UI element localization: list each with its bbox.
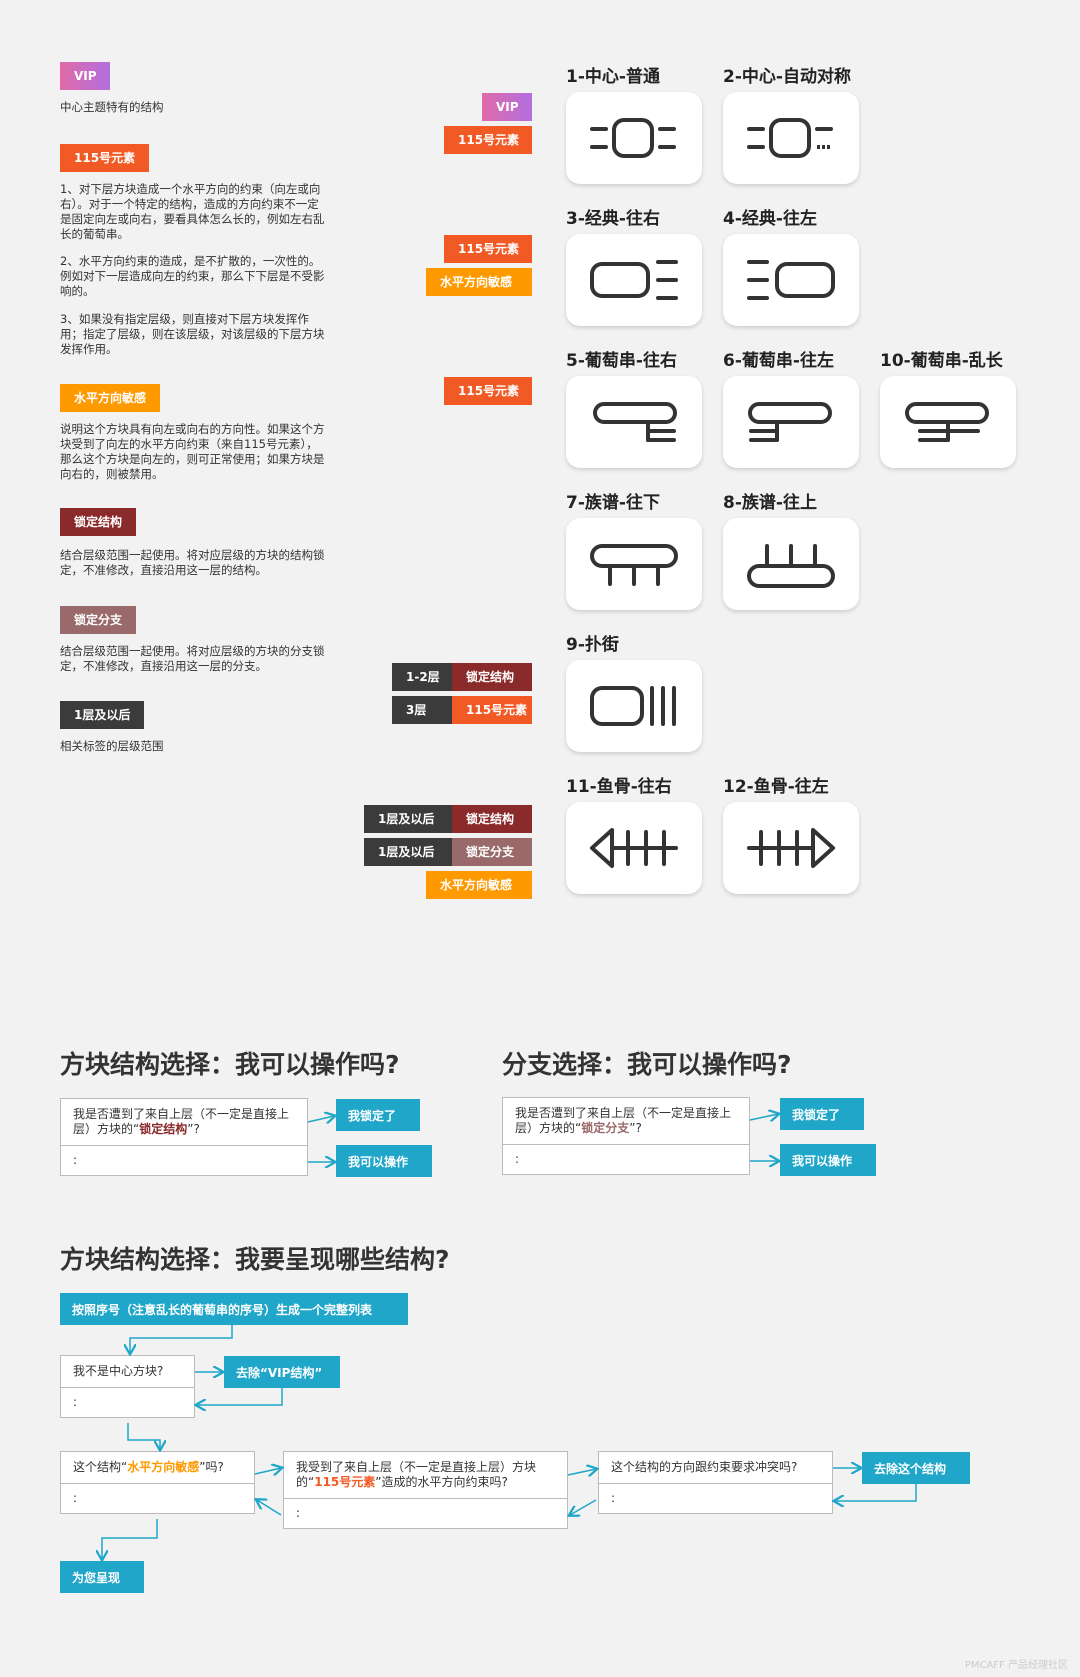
card11-level-b: 1层及以后 (364, 838, 452, 866)
grape-right-icon (593, 402, 677, 442)
card-1-title: 1-中心-普通 (566, 67, 660, 87)
level-desc: 相关标签的层级范围 (60, 739, 164, 753)
classic-right-icon (590, 260, 678, 300)
card-3-title: 3-经典-往右 (566, 209, 660, 229)
el115-desc-3: 3、如果没有指定层级，则直接对下层方块发挥作用；指定了层级，则在该层级，对该层级… (60, 312, 325, 356)
center-symmetric-icon (747, 118, 833, 158)
card-6[interactable] (723, 376, 859, 468)
card9-level-12: 1-2层 (392, 663, 452, 691)
flow3-remove-structure: 去除这个结构 (862, 1452, 970, 1484)
family-tree-up-icon (747, 544, 835, 588)
card-12[interactable] (723, 802, 859, 894)
classic-left-icon (747, 260, 835, 300)
card3-el115-tag: 115号元素 (444, 235, 532, 263)
sens-desc: 说明这个方块具有向左或向右的方向性。如果这个方块受到了向左的水平方向约束（来自1… (60, 422, 325, 481)
grape-left-icon (748, 402, 832, 442)
card-10[interactable] (880, 376, 1016, 468)
family-tree-down-icon (590, 544, 678, 586)
level-tag: 1层及以后 (60, 701, 145, 729)
lockstr-desc: 结合层级范围一起使用。将对应层级的方块的结构锁定，不准修改，直接沿用这一层的结构… (60, 548, 325, 577)
card1-el115-tag: 115号元素 (444, 126, 532, 154)
card-11-title: 11-鱼骨-往右 (566, 777, 672, 797)
flow3-present: 为您呈现 (60, 1561, 144, 1593)
card-6-title: 6-葡萄串-往左 (723, 351, 834, 371)
card11-lockstr-tag: 锁定结构 (452, 805, 532, 833)
card-5[interactable] (566, 376, 702, 468)
card-8[interactable] (723, 518, 859, 610)
flow3-conflict-question: 这个结构的方向跟约束要求冲突吗? : (598, 1451, 833, 1514)
card-1[interactable] (566, 92, 702, 184)
card9-level-3: 3层 (392, 696, 452, 724)
card-5-title: 5-葡萄串-往右 (566, 351, 677, 371)
card-2[interactable] (723, 92, 859, 184)
el115-desc-1: 1、对下层方块造成一个水平方向的约束（向左或向右）。对于一个特定的结构，造成的方… (60, 182, 325, 241)
flow3-title: 方块结构选择：我要呈现哪些结构? (60, 1245, 450, 1274)
lockstr-tag: 锁定结构 (60, 508, 137, 536)
card1-vip-tag: VIP (482, 93, 532, 121)
flow2-operable-result: 我可以操作 (780, 1144, 876, 1176)
flow2-locked-result: 我锁定了 (780, 1098, 864, 1130)
flow2-question: 我是否遭到了来自上层（不一定是直接上层）方块的“锁定分支”? : (502, 1097, 750, 1175)
flow1-title: 方块结构选择：我可以操作吗? (60, 1050, 400, 1079)
card-9[interactable] (566, 660, 702, 752)
flow1-question: 我是否遭到了来自上层（不一定是直接上层）方块的“锁定结构”? : (60, 1098, 308, 1176)
vip-desc: 中心主题特有的结构 (60, 100, 164, 114)
card-4[interactable] (723, 234, 859, 326)
flow3-115-question: 我受到了来自上层（不一定是直接上层）方块的“115号元素”造成的水平方向约束吗?… (283, 1451, 568, 1529)
card-12-title: 12-鱼骨-往左 (723, 777, 829, 797)
card-8-title: 8-族谱-往上 (723, 493, 817, 513)
card9-lockstr-tag: 锁定结构 (452, 663, 532, 691)
card-3[interactable] (566, 234, 702, 326)
vip-tag: VIP (60, 62, 110, 90)
lockbr-tag: 锁定分支 (60, 606, 137, 634)
card-11[interactable] (566, 802, 702, 894)
center-normal-icon (590, 118, 676, 158)
card11-sens-tag: 水平方向敏感 (426, 871, 532, 899)
card-7-title: 7-族谱-往下 (566, 493, 660, 513)
flow1-operable-result: 我可以操作 (336, 1145, 432, 1177)
card-7[interactable] (566, 518, 702, 610)
el115-desc-2: 2、水平方向约束的造成，是不扩散的，一次性的。例如对下一层造成向左的约束，那么下… (60, 254, 325, 298)
card-9-title: 9-扑街 (566, 635, 619, 655)
card-10-title: 10-葡萄串-乱长 (880, 351, 1003, 371)
card11-lockbr-tag: 锁定分支 (452, 838, 532, 866)
flow3-center-question: 我不是中心方块? : (60, 1355, 195, 1418)
card9-el115-tag: 115号元素 (452, 696, 532, 724)
flow3-remove-vip: 去除“VIP结构” (224, 1356, 340, 1388)
card5-el115-tag: 115号元素 (444, 377, 532, 405)
fishbone-right-icon (590, 828, 678, 868)
lockbr-desc: 结合层级范围一起使用。将对应层级的方块的分支锁定，不准修改，直接沿用这一层的分支… (60, 644, 325, 673)
fishbone-left-icon (747, 828, 835, 868)
faceplant-icon (590, 686, 676, 726)
el115-tag: 115号元素 (60, 144, 150, 172)
card-2-title: 2-中心-自动对称 (723, 67, 851, 87)
flow2-title: 分支选择：我可以操作吗? (502, 1050, 792, 1079)
sens-tag: 水平方向敏感 (60, 384, 161, 412)
card-4-title: 4-经典-往左 (723, 209, 817, 229)
flow1-locked-result: 我锁定了 (336, 1099, 420, 1131)
flow3-sens-question: 这个结构“水平方向敏感”吗? : (60, 1451, 255, 1514)
card3-sens-tag: 水平方向敏感 (426, 268, 532, 296)
grape-random-icon (905, 402, 989, 442)
watermark: PMCAFF 产品经理社区 (964, 1660, 1068, 1671)
card11-level-a: 1层及以后 (364, 805, 452, 833)
flow3-start: 按照序号（注意乱长的葡萄串的序号）生成一个完整列表 (60, 1293, 408, 1325)
